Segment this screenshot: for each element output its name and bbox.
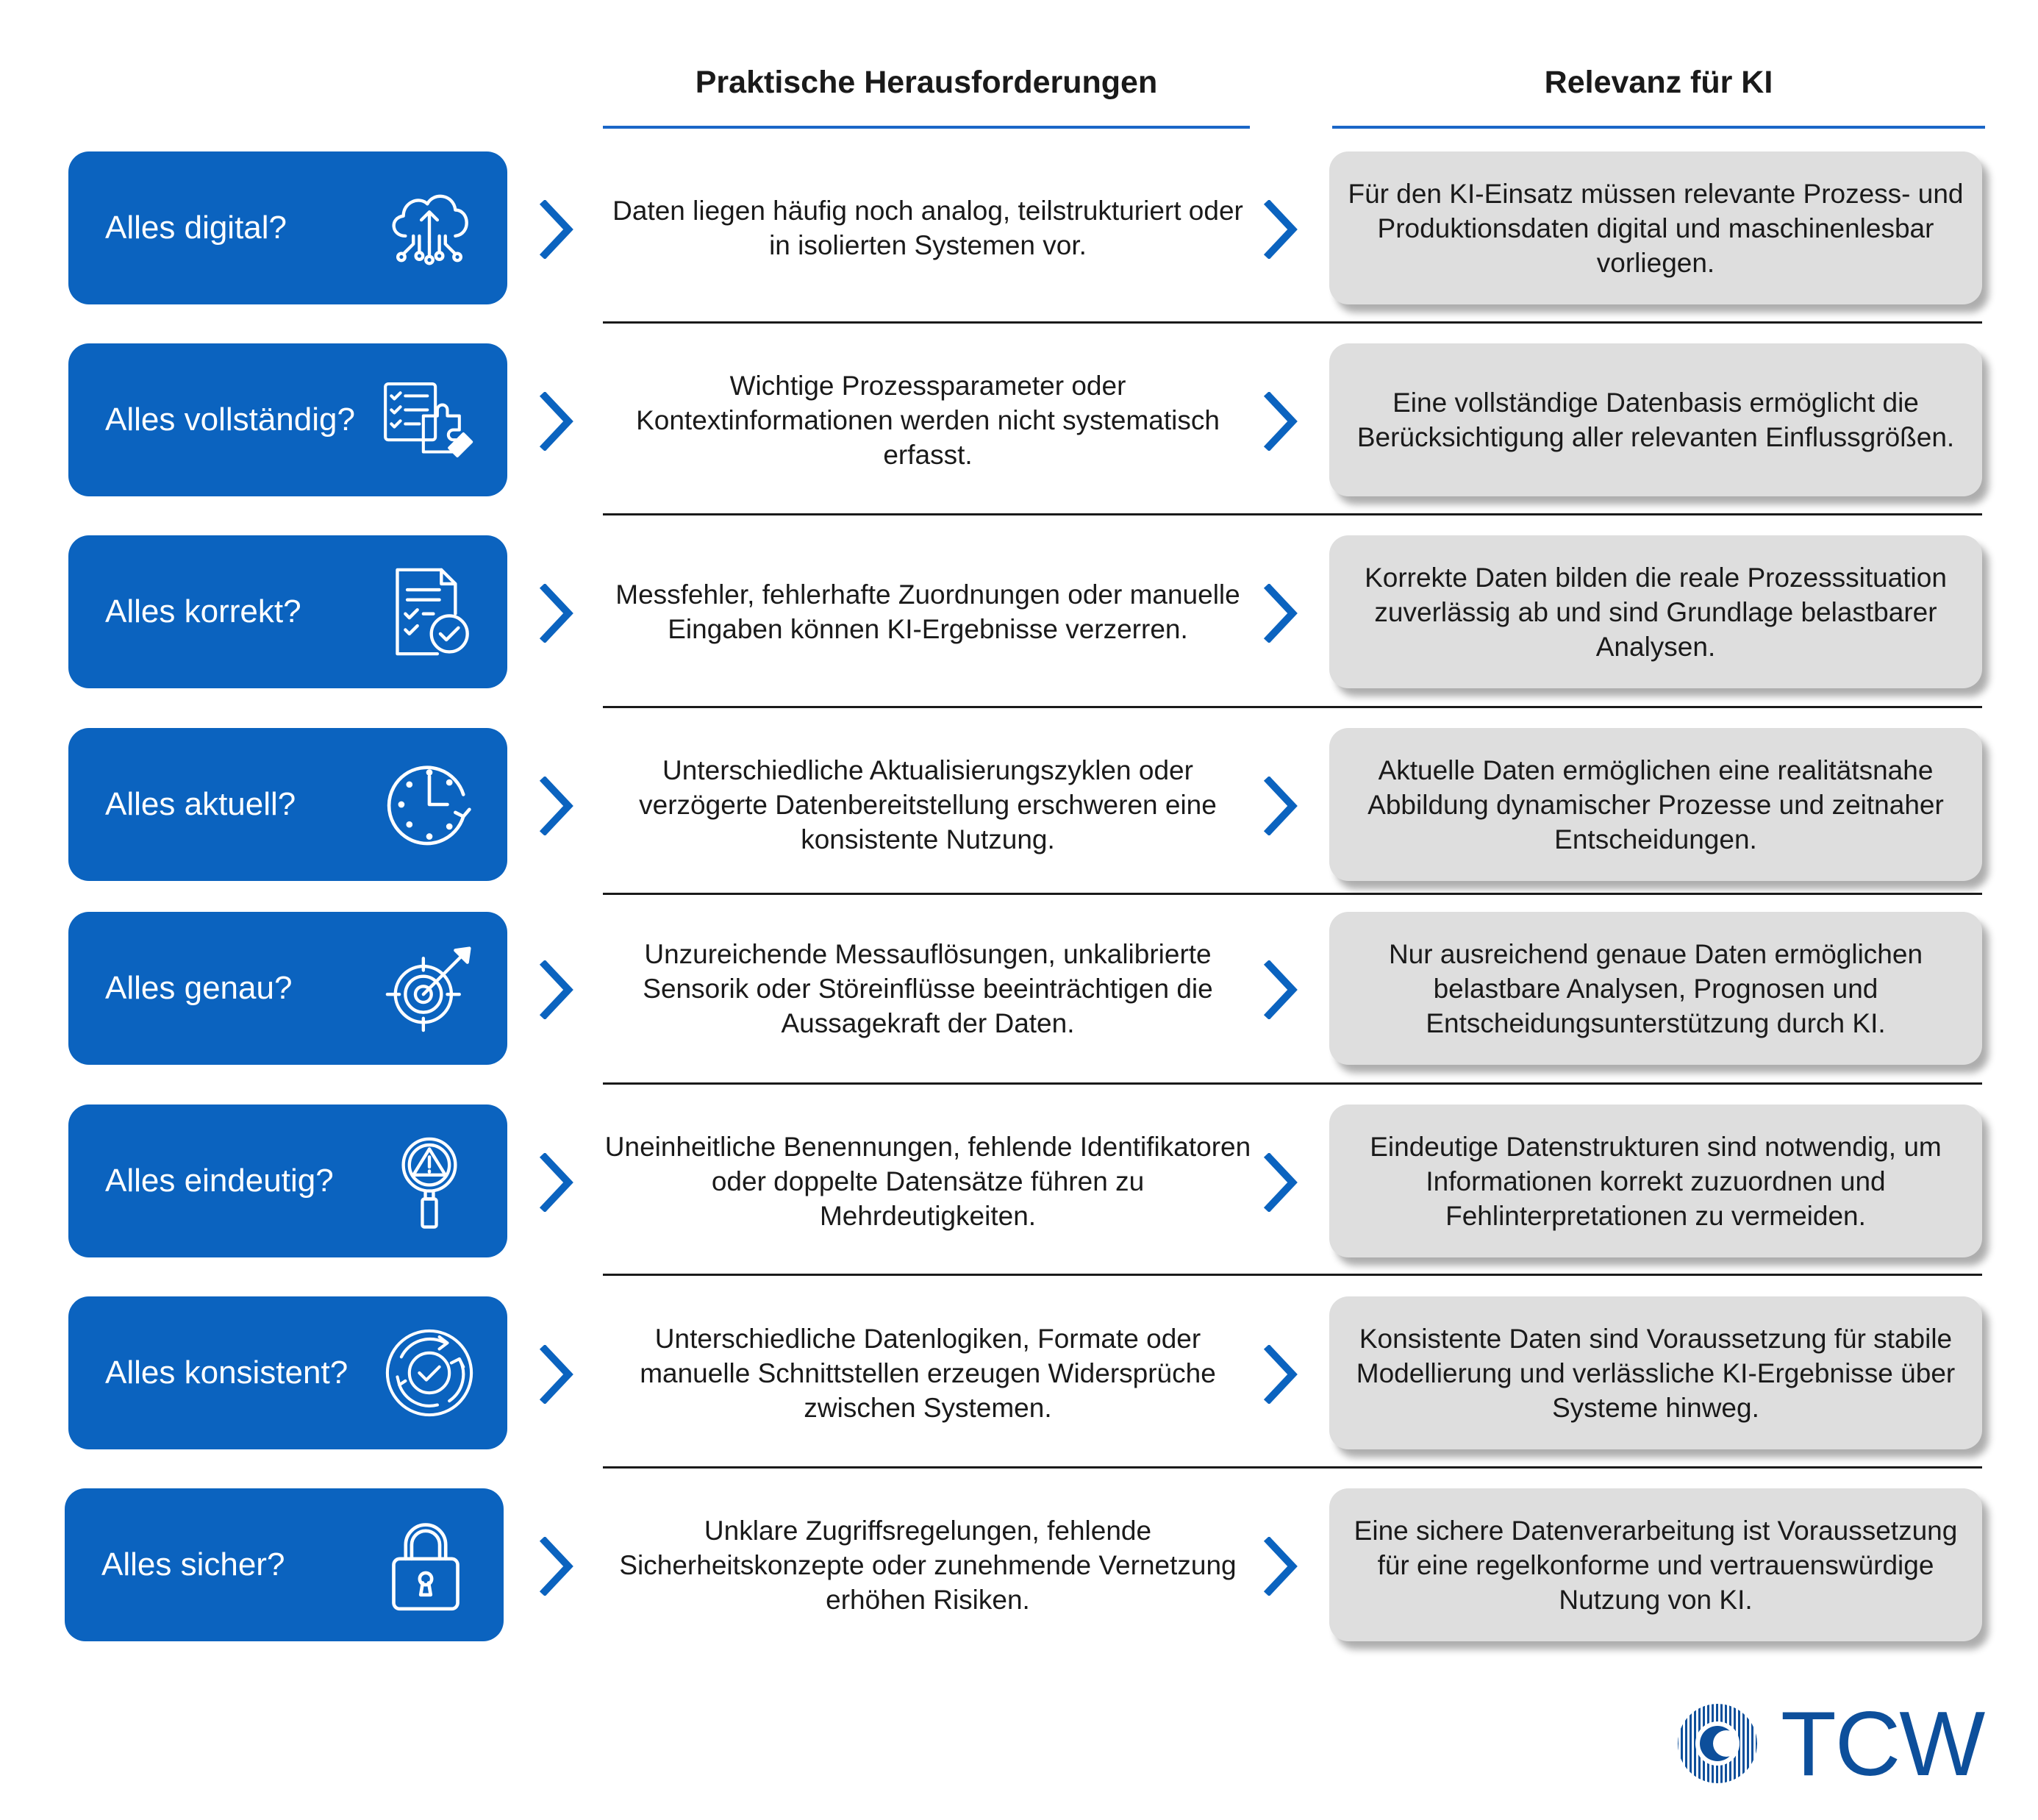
cloud-network-icon [379,178,479,278]
relevance-card: Eindeutige Datenstrukturen sind notwendi… [1329,1105,1982,1257]
question-box: Alles vollständig? [68,343,507,496]
relevance-card: Für den KI-Einsatz müssen relevante Proz… [1329,151,1982,304]
challenge-text: Unterschiedliche Datenlogiken, Formate o… [640,1323,1216,1423]
relevance-card: Korrekte Daten bilden die reale Prozesss… [1329,535,1982,688]
chevron-right-icon [1259,959,1303,1021]
tcw-logo: TCW [1676,1694,1985,1795]
question-box: Alles eindeutig? [68,1105,507,1257]
row-6: Alles eindeutig? Uneinheitliche Benennung… [0,1105,2038,1257]
chevron-right-icon [1259,1343,1303,1405]
challenge-text: Messfehler, fehlerhafte Zuordnungen oder… [615,579,1240,644]
chevron-right-icon [1259,390,1303,452]
chevron-right-icon [534,775,579,837]
magnifier-warning-icon [379,1131,479,1231]
row-7: Alles konsistent? Unterschiedliche Datenl… [0,1296,2038,1449]
tcw-logo-text: TCW [1781,1694,1985,1795]
challenge-text: Uneinheitliche Benennungen, fehlende Ide… [604,1131,1251,1231]
question-label: Alles korrekt? [105,593,301,629]
chevron-right-icon [534,582,579,644]
challenge-text: Unklare Zugriffsregelungen, fehlende Sic… [619,1515,1237,1615]
question-box: Alles genau? [68,912,507,1065]
question-label: Alles sicher? [101,1546,285,1582]
relevance-card: Konsistente Daten sind Voraussetzung für… [1329,1296,1982,1449]
chevron-right-icon [534,390,579,452]
question-label: Alles konsistent? [105,1355,348,1391]
relevance-card: Eine vollständige Datenbasis ermöglicht … [1329,343,1982,496]
chevron-right-icon [1259,199,1303,260]
row-1: Alles digital? Daten liegen häufig noch a… [0,151,2038,304]
row-separator [603,706,1982,708]
row-separator [603,1466,1982,1469]
chevron-right-icon [534,199,579,260]
challenge-text: Daten liegen häufig noch analog, teilstr… [612,196,1243,260]
question-label: Alles eindeutig? [105,1163,334,1199]
row-2: Alles vollständig? Wichtige Prozessparame… [0,343,2038,496]
row-separator [603,1274,1982,1276]
clock-icon [379,754,479,854]
challenge-text: Wichtige Prozessparameter oder Kontextin… [636,370,1220,470]
document-check-icon [379,562,479,662]
question-label: Alles vollständig? [105,402,355,438]
chevron-right-icon [1259,582,1303,644]
question-label: Alles genau? [105,970,293,1006]
question-label: Alles aktuell? [105,786,296,822]
question-box: Alles sicher? [65,1488,504,1641]
row-3: Alles korrekt? Messfehler, fehlerhafte Zu… [0,535,2038,688]
relevance-card: Aktuelle Daten ermöglichen eine realität… [1329,728,1982,881]
question-box: Alles aktuell? [68,728,507,881]
question-box: Alles digital? [68,151,507,304]
chevron-right-icon [534,959,579,1021]
relevance-card: Nur ausreichend genaue Daten ermöglichen… [1329,912,1982,1065]
cycle-check-icon [379,1323,479,1423]
chevron-right-icon [534,1343,579,1405]
row-separator [603,1082,1982,1085]
header-underline-relevance [1332,126,1985,129]
column-header-relevance: Relevanz für KI [1544,65,1773,100]
row-separator [603,513,1982,515]
row-separator [603,893,1982,895]
chevron-right-icon [534,1535,579,1597]
chevron-right-icon [534,1152,579,1213]
checklist-puzzle-icon [379,370,479,470]
chevron-right-icon [1259,1152,1303,1213]
question-box: Alles konsistent? [68,1296,507,1449]
challenge-text: Unzureichende Messauflösungen, unkalibri… [643,938,1213,1038]
target-arrow-icon [379,938,479,1038]
question-label: Alles digital? [105,210,287,246]
header-underline-challenges [603,126,1250,129]
chevron-right-icon [1259,1535,1303,1597]
tcw-logo-mark-icon [1676,1702,1759,1785]
padlock-icon [376,1515,476,1615]
challenge-text: Unterschiedliche Aktualisierungszyklen o… [639,754,1217,854]
column-header-challenges: Praktische Herausforderungen [695,65,1158,100]
row-4: Alles aktuell? Unterschiedliche Aktualisi… [0,728,2038,881]
relevance-card: Eine sichere Datenverarbeitung ist Vorau… [1329,1488,1982,1641]
question-box: Alles korrekt? [68,535,507,688]
row-5: Alles genau? Unzureichende Messauflösunge… [0,912,2038,1065]
row-separator [603,321,1982,324]
chevron-right-icon [1259,775,1303,837]
row-8: Alles sicher? Unklare Zugriffsregelungen,… [0,1488,2038,1641]
